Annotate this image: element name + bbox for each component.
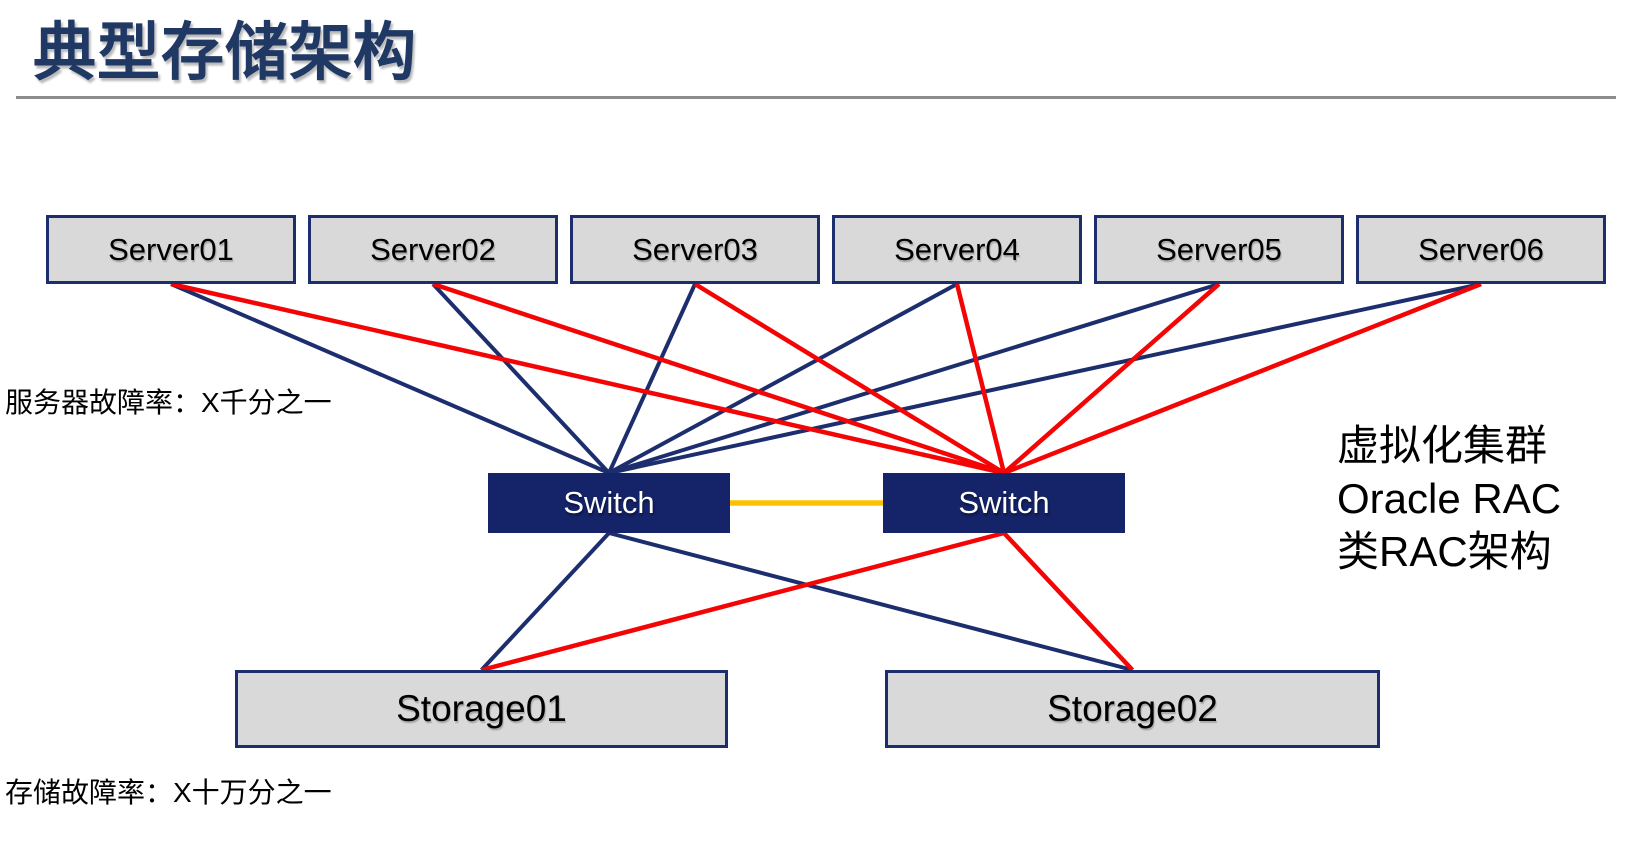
cluster-note-line-2: Oracle RAC: [1337, 475, 1562, 522]
slide-title: 典型存储架构: [33, 18, 417, 88]
cluster-note-line-3: 类RAC架构: [1337, 528, 1552, 575]
connection-line-switch-1-storage-1: [1002, 531, 1135, 672]
storage-label: Storage01: [396, 688, 567, 729]
server-box-1: Server01: [46, 215, 296, 284]
connection-line-server-1-switch-1: [432, 281, 1005, 476]
storage-label: Storage02: [1047, 688, 1218, 729]
cluster-note-line-1: 虚拟化集群: [1337, 422, 1548, 469]
server-box-6: Server06: [1356, 215, 1606, 284]
server-label: Server02: [370, 231, 496, 267]
connection-line-server-5-switch-1: [1003, 281, 1482, 476]
server-box-3: Server03: [570, 215, 820, 284]
cluster-note: 虚拟化集群 Oracle RAC 类RAC架构: [1337, 419, 1561, 578]
connection-line-server-4-switch-1: [1002, 282, 1221, 475]
server-label: Server04: [894, 231, 1020, 267]
switch-label: Switch: [958, 485, 1050, 520]
server-label: Server01: [108, 231, 234, 267]
connection-line-server-3-switch-0: [608, 282, 958, 475]
switch-box-1: Switch: [488, 473, 730, 533]
connection-line-server-5-switch-0: [608, 282, 1482, 475]
server-box-5: Server05: [1094, 215, 1344, 284]
connection-line-switch-0-storage-1: [608, 531, 1134, 672]
connection-line-server-0-switch-1: [170, 281, 1005, 476]
server-label: Server03: [632, 231, 758, 267]
connection-line-server-2-switch-0: [607, 283, 697, 474]
connection-line-server-0-switch-0: [170, 282, 610, 475]
server-box-4: Server04: [832, 215, 1082, 284]
connection-line-switch-1-storage-0: [480, 530, 1005, 673]
switch-box-2: Switch: [883, 473, 1125, 533]
server-box-2: Server02: [308, 215, 558, 284]
connection-line-server-4-switch-0: [608, 282, 1220, 475]
connection-line-server-1-switch-0: [431, 282, 611, 475]
storage-failure-rate-label: 存储故障率：X十万分之一: [5, 777, 332, 808]
server-label: Server06: [1418, 231, 1544, 267]
connection-line-server-2-switch-1: [693, 282, 1006, 475]
connection-line-server-3-switch-1: [954, 283, 1007, 474]
title-divider: [16, 96, 1616, 99]
storage-box-1: Storage01: [235, 670, 728, 748]
switch-label: Switch: [563, 485, 655, 520]
connection-line-switch-0-storage-0: [480, 531, 611, 672]
server-label: Server05: [1156, 231, 1282, 267]
server-failure-rate-label: 服务器故障率：X千分之一: [5, 387, 332, 418]
storage-box-2: Storage02: [885, 670, 1380, 748]
